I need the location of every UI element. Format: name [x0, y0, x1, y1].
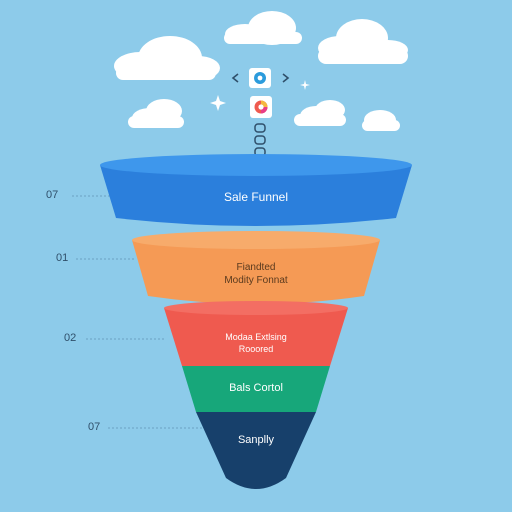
colorful-gear-icon: [250, 96, 272, 118]
funnel-stage-1: [100, 165, 412, 226]
funnel-stage-1-rim: [100, 154, 412, 176]
funnel-stage-3-rim: [164, 301, 348, 315]
cloud-top-right: [318, 19, 408, 64]
cloud-small-right: [362, 110, 400, 131]
code-brackets-icon: [231, 73, 290, 83]
side-label-2: 01: [56, 252, 69, 264]
side-label-5: 07: [88, 421, 101, 433]
funnel-stage-3: [164, 308, 348, 366]
side-label-3: 02: [64, 332, 77, 344]
funnel-stage-4: [182, 366, 330, 412]
gear-icon: [249, 68, 271, 88]
cloud-mid-left: [128, 99, 184, 128]
sparkle-icon: [210, 80, 310, 111]
stage-4-title: Bals Cortol: [229, 382, 283, 394]
funnel: [100, 154, 412, 489]
stage-2-title-line-1: Fiandted: [236, 262, 276, 273]
funnel-stage-2-rim: [132, 231, 380, 249]
funnel-stage-5: [196, 412, 316, 489]
cloud-top-left: [114, 36, 220, 80]
cloud-top-center: [224, 11, 302, 45]
side-label-1: 07: [46, 189, 59, 201]
stage-3-title-line-1: Modaa Extlsing: [225, 332, 287, 342]
funnel-stage-2: [132, 240, 380, 304]
stage-2-title-line-2: Modity Fonnat: [224, 275, 288, 286]
stage-3-title-line-2: Rooored: [238, 344, 274, 354]
stage-1-title: Sale Funnel: [223, 190, 289, 204]
label-connectors: [72, 195, 210, 429]
stage-5-title: Sanplly: [237, 434, 275, 446]
cloud-mid-right: [294, 100, 346, 126]
link-chain-icon: [254, 123, 266, 157]
